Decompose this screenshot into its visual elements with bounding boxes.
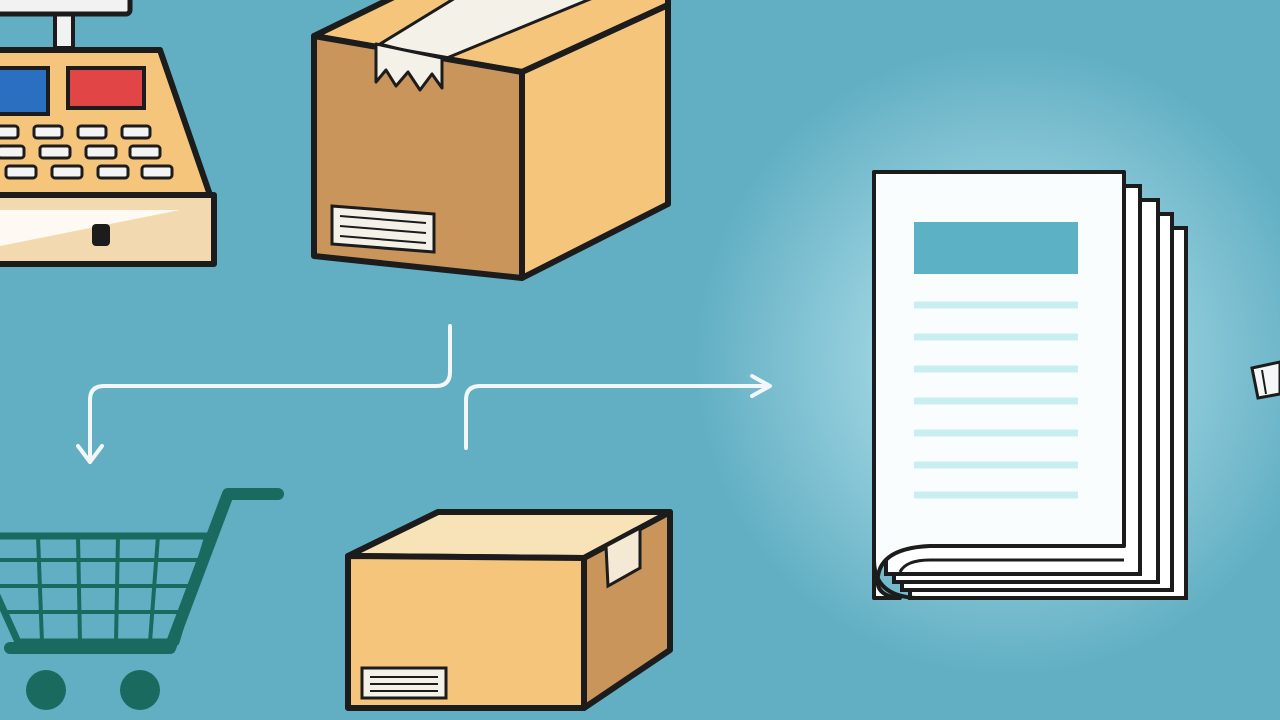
document-text-lines bbox=[914, 301, 1078, 499]
shopping-cart-icon bbox=[0, 488, 284, 710]
flow-arrows bbox=[76, 324, 772, 464]
shipping-label-bottom bbox=[360, 666, 448, 700]
cash-register-icon bbox=[0, 0, 217, 267]
arrow-to-cart bbox=[88, 324, 452, 464]
closed-box-icon bbox=[311, 0, 671, 281]
arrow-head-down bbox=[76, 444, 104, 464]
document-header-block bbox=[914, 222, 1078, 274]
document-stack-icon bbox=[872, 170, 1188, 600]
arrow-to-document bbox=[464, 384, 770, 450]
shipping-label bbox=[330, 204, 436, 254]
arrow-head-right bbox=[750, 374, 772, 398]
partial-icon-right-edge bbox=[1250, 360, 1280, 400]
open-box-icon bbox=[345, 509, 673, 711]
